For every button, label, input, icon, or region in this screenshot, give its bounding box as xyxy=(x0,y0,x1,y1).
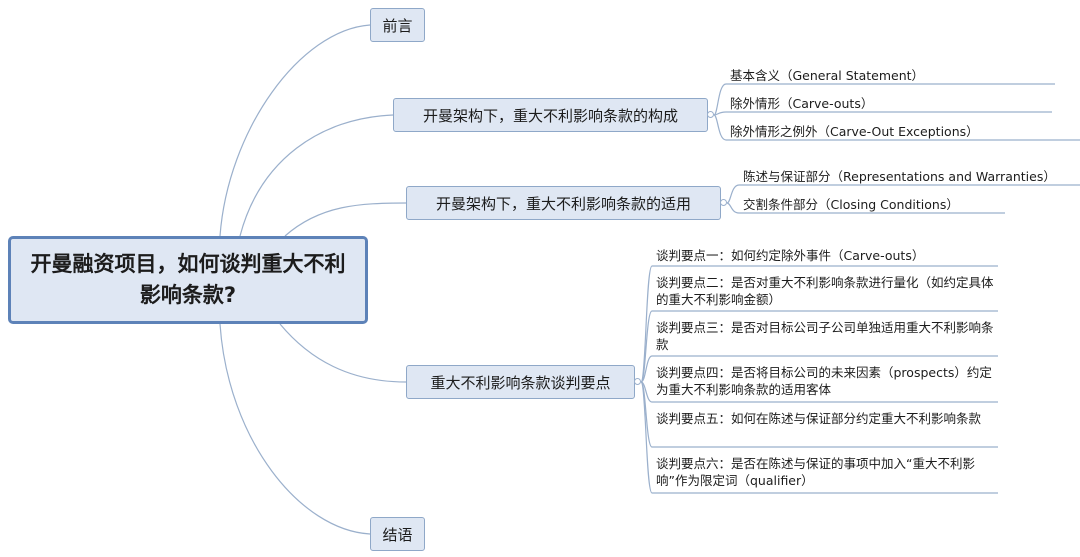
topic-composition[interactable]: 开曼架构下，重大不利影响条款的构成 xyxy=(393,98,708,132)
link-application-0 xyxy=(726,184,1080,204)
collapse-toggle-negotiation[interactable] xyxy=(634,378,641,385)
collapse-toggle-composition[interactable] xyxy=(707,111,714,118)
topic-conclusion[interactable]: 结语 xyxy=(370,517,425,551)
link-root-composition xyxy=(239,114,394,237)
negotiation-point-1[interactable]: 谈判要点一：如何约定除外事件（Carve-outs） xyxy=(656,248,925,263)
link-composition-1 xyxy=(713,111,1052,116)
link-composition-2 xyxy=(713,114,1080,141)
negotiation-point-2[interactable]: 谈判要点二：是否对重大不利影响条款进行量化（如约定具体的重大不利影响金额） xyxy=(656,275,994,307)
link-negotiation-1 xyxy=(640,310,998,383)
topic-preface[interactable]: 前言 xyxy=(370,8,425,42)
link-negotiation-5 xyxy=(640,381,998,494)
link-root-preface xyxy=(219,24,371,237)
negotiation-point-6[interactable]: 谈判要点六：是否在陈述与保证的事项中加入“重大不利影响”作为限定词（qualif… xyxy=(656,456,975,488)
link-negotiation-2 xyxy=(640,355,998,383)
link-root-negotiation xyxy=(279,323,407,383)
subtopic-carve-outs[interactable]: 除外情形（Carve-outs） xyxy=(730,96,874,111)
subtopic-representations-warranties[interactable]: 陈述与保证部分（Representations and Warranties） xyxy=(743,169,1056,184)
topic-negotiation[interactable]: 重大不利影响条款谈判要点 xyxy=(406,365,635,399)
subtopic-carve-out-exceptions[interactable]: 除外情形之例外（Carve-Out Exceptions） xyxy=(730,124,979,139)
subtopic-general-statement[interactable]: 基本含义（General Statement） xyxy=(730,68,925,83)
link-root-application xyxy=(284,202,407,237)
link-composition-0 xyxy=(713,83,1055,116)
central-topic[interactable]: 开曼融资项目，如何谈判重大不利影响条款? xyxy=(8,236,368,324)
negotiation-point-4[interactable]: 谈判要点四：是否将目标公司的未来因素（prospects）约定为重大不利影响条款… xyxy=(656,365,992,397)
subtopic-closing-conditions[interactable]: 交割条件部分（Closing Conditions） xyxy=(743,197,959,212)
collapse-toggle-application[interactable] xyxy=(720,199,727,206)
link-root-conclusion xyxy=(219,323,371,535)
link-application-1 xyxy=(726,202,1005,214)
negotiation-point-3[interactable]: 谈判要点三：是否对目标公司子公司单独适用重大不利影响条款 xyxy=(656,320,994,352)
negotiation-point-5[interactable]: 谈判要点五：如何在陈述与保证部分约定重大不利影响条款 xyxy=(656,411,982,426)
topic-application[interactable]: 开曼架构下，重大不利影响条款的适用 xyxy=(406,186,721,220)
